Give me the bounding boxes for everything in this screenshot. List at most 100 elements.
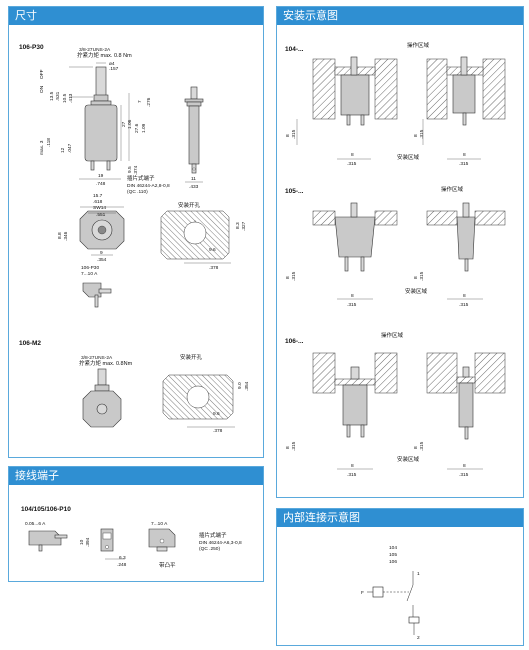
sw-label: SW14 [93, 205, 106, 211]
dim-d248: .248 [117, 562, 127, 568]
mount-hole-label-1: 安装开孔 [178, 201, 201, 209]
dim-d157b: 15.7 [93, 193, 103, 199]
dimensions-drawing: 106-P30 3/8-27UNS-2A 拧紧力矩 max. 0.8 Nm ø4… [19, 44, 250, 434]
install-panel: 安装示意图 104-... 操作区域 8 .315 8 . [276, 6, 524, 498]
dim-d12: 12 [60, 147, 66, 153]
dim-d90m: 9.0 [237, 382, 243, 389]
install-106-left [312, 352, 398, 470]
pin-F: F [361, 590, 364, 596]
dim-d394: .394 [85, 537, 91, 547]
install-105-left [312, 202, 398, 300]
op-area-2: 操作区域 [441, 185, 464, 193]
mount-area-3: 安装区域 [397, 455, 420, 463]
dim-315-12: .315 [459, 472, 469, 478]
rating-label: 106-P30 [81, 265, 99, 271]
install-104-right [422, 56, 506, 160]
off-label: OFF [39, 69, 45, 79]
torque-p30: 拧紧力矩 max. 0.8 Nm [77, 51, 132, 59]
dim-d96: 9.6 [209, 247, 216, 253]
dim-d96m: 9.6 [213, 411, 220, 417]
dim-max3: max. 3 [39, 140, 45, 155]
dim-8-6: 8 [351, 293, 354, 299]
tab-din: DIN 46244-A2,8-0,8 [127, 183, 170, 189]
dim-d27: 27 [121, 121, 127, 127]
install-106-right [426, 352, 506, 470]
terminals-tab: 插片式端子 [199, 531, 227, 539]
range-b: 7...10 A [151, 521, 168, 527]
mount-area-1: 安装区域 [397, 153, 420, 161]
internal-model-105: 105 [389, 552, 397, 558]
thread-p30: 3/8-27UNS-2A [79, 47, 111, 53]
dim-d354m: .354 [244, 381, 250, 391]
dim-315-11: .315 [419, 441, 425, 451]
range-a: 0.05...6 A [25, 521, 46, 527]
internal-model-104: 104 [389, 545, 397, 551]
tab-terminal: 插片式端子 [127, 174, 155, 182]
breaker-front-view [69, 62, 130, 180]
dim-d88: 8.8 [57, 232, 63, 239]
dim-8-12: 8 [463, 463, 466, 469]
terminal-a-sketch [28, 530, 68, 552]
dim-d7: 7 [137, 100, 143, 103]
dim-315-9: .315 [291, 441, 297, 451]
breaker-side-view [184, 86, 204, 183]
model-105: 105-... [285, 188, 304, 195]
internal-schematic [367, 571, 420, 635]
terminals-drawing: 104/105/106-P10 0.05...6 A 7...10 A 10 .… [21, 506, 242, 569]
terminals-din: DIN 46244-A6,3-0,8 [199, 540, 242, 546]
dim-d374: .374 [133, 165, 139, 175]
model-label-m2: 106-M2 [19, 340, 41, 347]
on-label: ON [39, 85, 45, 93]
nut-label: 带凸平 [159, 562, 176, 569]
dim-d157: .157 [109, 66, 119, 72]
dim-d83: 8.3 [235, 222, 241, 229]
dim-d10: 10 [79, 539, 85, 545]
dim-8-3: 8 [413, 134, 419, 137]
dim-d354: .354 [97, 257, 107, 263]
dim-315-8: .315 [459, 302, 469, 308]
dim-8-8: 8 [463, 293, 466, 299]
terminals-qc: (QC .250) [199, 546, 220, 552]
dim-315-10: .315 [347, 472, 357, 478]
dim-8-5: 8 [285, 276, 291, 279]
dim-d95: 9.5 [127, 166, 133, 173]
dim-8-9: 8 [285, 446, 291, 449]
terminals-title: 接线端子 [9, 467, 263, 485]
tab-qc: (QC .110) [127, 189, 148, 195]
torque-m2: 拧紧力矩 max. 0.8Nm [79, 359, 133, 367]
model-106: 106-... [285, 338, 304, 345]
dim-d9: 9 [100, 250, 103, 256]
terminal-b-sketch [100, 528, 125, 560]
dim-d63: 6.3 [119, 555, 126, 561]
op-area-1: 操作区域 [407, 41, 430, 49]
dim-d27c: 27.6 [134, 123, 140, 133]
dim-315-3: .315 [419, 129, 425, 139]
dim-d413: .413 [68, 93, 74, 103]
dim-d4: ø4 [109, 61, 115, 67]
internal-panel: 内部连接示意图 104 105 106 1 2 F [276, 508, 524, 646]
dim-d618: .618 [93, 199, 103, 205]
dim-315-4: .315 [459, 161, 469, 167]
terminal-sketch [82, 282, 112, 308]
install-105-right [426, 202, 506, 300]
dim-d346: .346 [63, 231, 69, 241]
dim-d105: 10.5 [62, 93, 68, 103]
dim-d378: .378 [209, 265, 219, 271]
model-104: 104-... [285, 46, 304, 53]
dim-d118: .118 [46, 138, 52, 147]
dim-315-7: .315 [419, 271, 425, 281]
dim-8-4: 8 [463, 152, 466, 158]
dim-315-1: .315 [291, 129, 297, 139]
dim-d433: .433 [189, 184, 199, 190]
internal-model-106: 106 [389, 559, 397, 565]
thread-m2: 3/8-27UNS-2A [81, 355, 113, 361]
dim-315-6: .315 [347, 302, 357, 308]
mount-hole-p30 [160, 210, 231, 264]
dim-315-5: .315 [291, 271, 297, 281]
dim-d109: 1.09 [141, 123, 147, 133]
mount-area-2: 安装区域 [405, 287, 428, 295]
install-104-left [296, 56, 398, 160]
internal-drawing: 104 105 106 1 2 F [361, 545, 420, 641]
dim-d11: 11 [191, 176, 196, 182]
op-area-3: 操作区域 [381, 331, 404, 339]
